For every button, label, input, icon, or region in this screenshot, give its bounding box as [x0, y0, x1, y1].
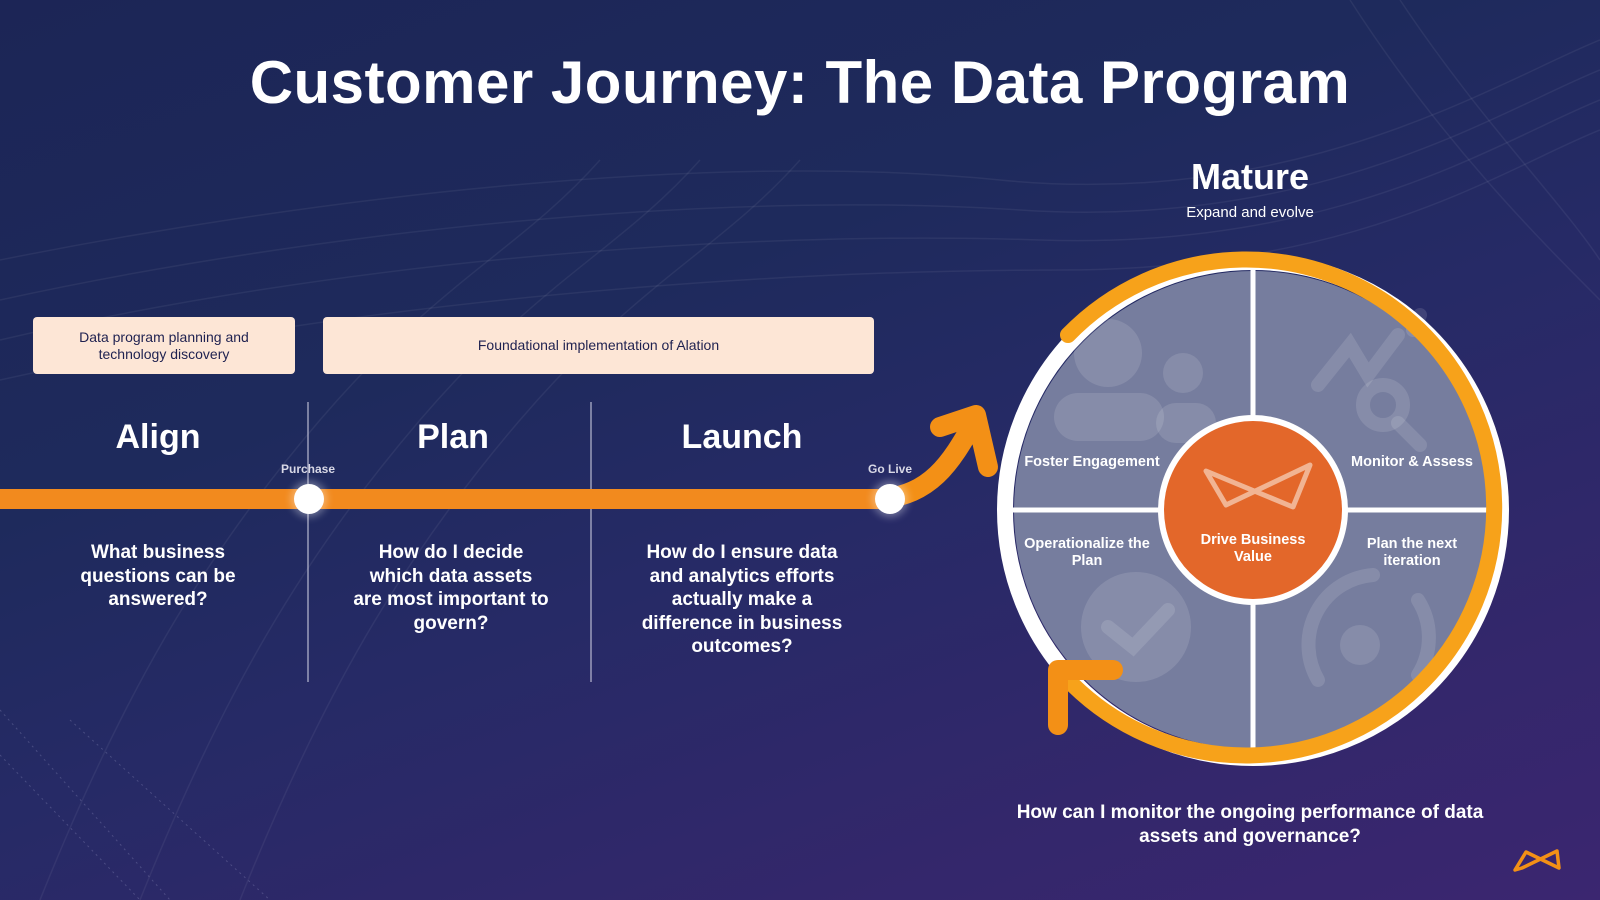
milestone-dot-go-live[interactable]	[875, 484, 905, 514]
cycle-arc	[1060, 251, 1503, 764]
mature-subtitle: Expand and evolve	[1186, 204, 1314, 221]
alation-bowtie-icon	[1513, 849, 1561, 872]
question-align: What business questions can be answered?	[80, 542, 236, 610]
milestone-label-purchase: Purchase	[280, 462, 336, 476]
stage-title-align: Align	[115, 418, 201, 456]
phase-box-planning: Data program planning and technology dis…	[33, 317, 295, 374]
cycle-arrowhead-icon	[1048, 660, 1123, 735]
alation-bowtie-icon	[1203, 462, 1313, 510]
milestone-label-go-live: Go Live	[867, 462, 912, 476]
checkmark-icon	[1081, 572, 1191, 682]
timeline-bar	[0, 489, 890, 509]
stage-title-plan: Plan	[417, 418, 489, 456]
lightbulb-cycle-icon	[1301, 568, 1436, 687]
stage-divider	[307, 402, 309, 682]
segment-label-operationalize: Operationalize the Plan	[1024, 536, 1150, 569]
question-launch: How do I ensure data and analytics effor…	[641, 542, 843, 657]
segment-label-plan-next: Plan the next iteration	[1366, 536, 1458, 569]
stage-title-launch: Launch	[681, 418, 803, 456]
milestone-dot-purchase[interactable]	[294, 484, 324, 514]
center-circle	[1164, 421, 1342, 599]
question-plan: How do I decide which data assets are mo…	[353, 542, 549, 634]
mature-wheel	[997, 251, 1509, 766]
question-mature: How can I monitor the ongoing performanc…	[1016, 802, 1484, 847]
page-title: Customer Journey: The Data Program	[249, 49, 1351, 116]
mature-title: Mature	[1190, 156, 1310, 197]
stage-divider	[590, 402, 592, 682]
phase-box-implementation: Foundational implementation of Alation	[323, 317, 874, 374]
center-label: Drive Business Value	[1200, 532, 1306, 565]
segment-label-foster-engagement: Foster Engagement	[1024, 454, 1160, 470]
segment-label-monitor-assess: Monitor & Assess	[1351, 454, 1473, 470]
